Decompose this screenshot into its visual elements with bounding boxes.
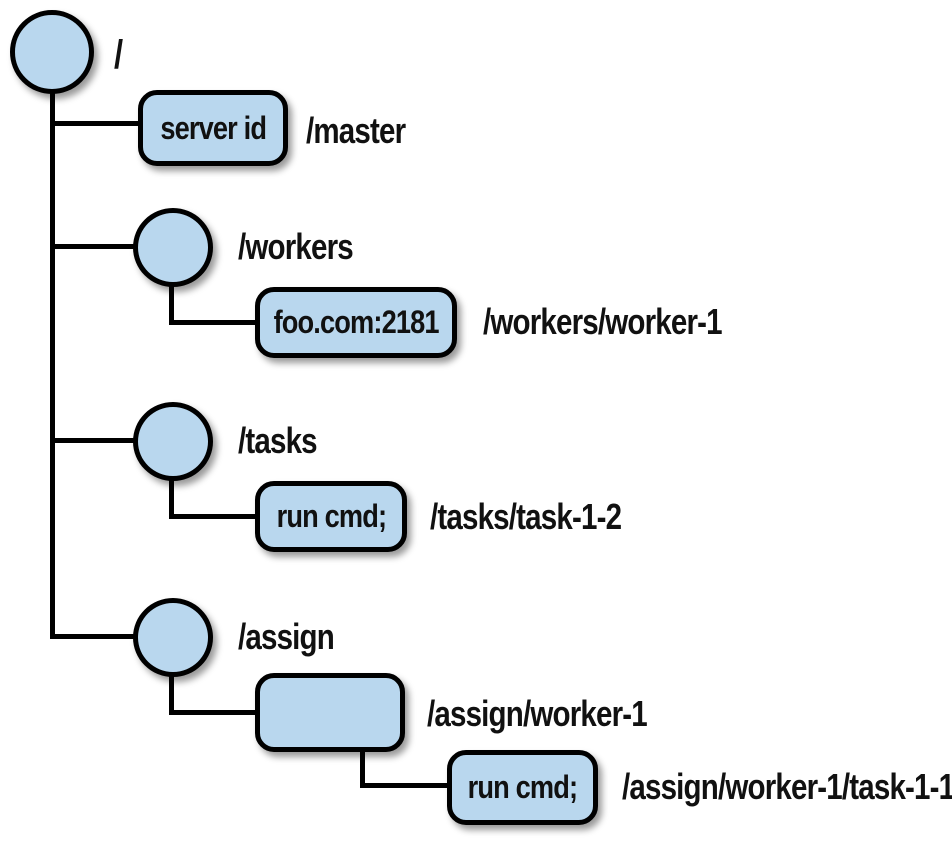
znode-master-data: server id <box>160 109 267 146</box>
znode-assign-task11-box: run cmd; <box>447 750 598 825</box>
znode-root-path-label: / <box>114 33 123 77</box>
znode-assign-task11-data: run cmd; <box>467 769 578 805</box>
assign-worker-child-vline <box>360 750 365 788</box>
znode-master-box: server id <box>138 90 288 166</box>
assign-child-hline <box>169 710 255 715</box>
znode-tasks-circle <box>133 402 213 481</box>
znode-assign-task11-path-label: /assign/worker-1/task-1-1 <box>622 766 952 807</box>
znode-task12-path-label: /tasks/task-1-2 <box>430 496 622 537</box>
branch-master-line <box>52 121 140 126</box>
assign-child-vline <box>169 672 174 715</box>
znode-master-path-label: /master <box>306 110 406 151</box>
znode-task12-data: run cmd; <box>276 498 386 534</box>
znode-root-circle <box>10 10 94 94</box>
znode-task12-box: run cmd; <box>255 481 407 552</box>
branch-workers-line <box>52 244 140 249</box>
znode-tasks-path-label: /tasks <box>238 420 318 461</box>
znode-assign-circle <box>133 598 213 677</box>
znode-workers-path-label: /workers <box>238 226 354 267</box>
assign-worker-child-hline <box>360 783 447 788</box>
trunk-line <box>50 92 55 639</box>
branch-tasks-line <box>52 438 140 443</box>
znode-worker1-path-label: /workers/worker-1 <box>483 301 723 342</box>
znode-worker1-data: foo.com:2181 <box>273 304 439 340</box>
znode-worker1-box: foo.com:2181 <box>255 287 457 358</box>
workers-child-vline <box>169 282 174 325</box>
tasks-child-vline <box>169 476 174 519</box>
znode-workers-circle <box>133 208 213 287</box>
znode-assign-path-label: /assign <box>238 616 335 657</box>
znode-assign-worker1-path-label: /assign/worker-1 <box>427 693 648 734</box>
znode-assign-worker1-box <box>255 673 405 752</box>
tasks-child-hline <box>169 514 255 519</box>
branch-assign-line <box>52 634 140 639</box>
workers-child-hline <box>169 320 255 325</box>
